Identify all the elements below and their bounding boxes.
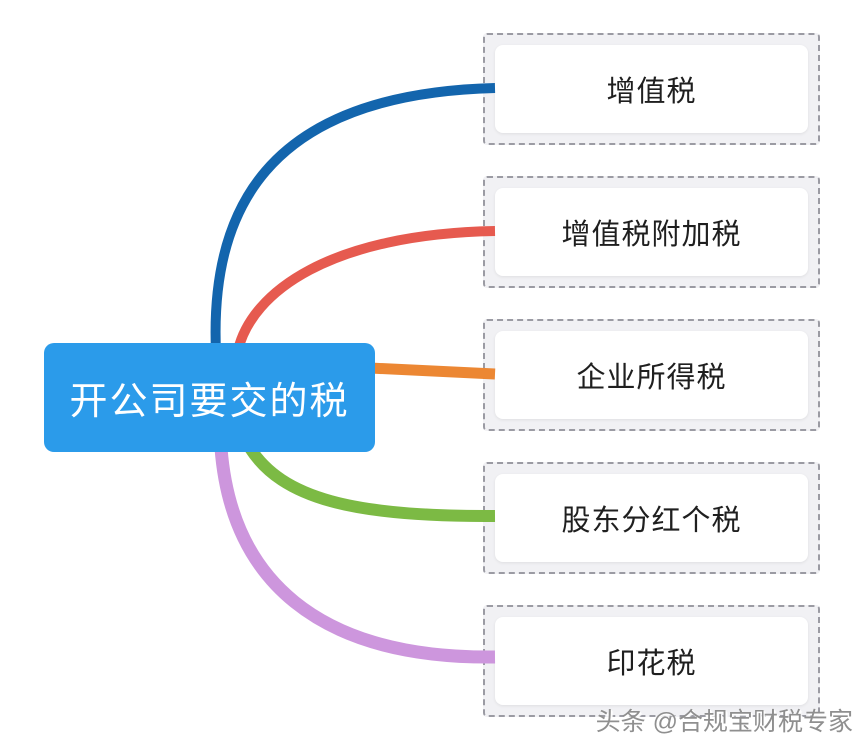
branch-label: 股东分红个税 (561, 505, 742, 537)
branch-card: 印花税 (495, 617, 808, 705)
branch-label: 印花税 (606, 648, 697, 680)
branch-card: 企业所得税 (495, 331, 808, 419)
branch-node-dividend-tax[interactable]: 股东分红个税 (483, 462, 820, 574)
branch-label: 增值税附加税 (561, 219, 742, 251)
root-node[interactable]: 开公司要交的税 (44, 343, 375, 452)
branch-curve-stamp-tax (214, 447, 496, 664)
branch-node-vat[interactable]: 增值税 (483, 33, 820, 145)
branch-node-vat-surcharge[interactable]: 增值税附加税 (483, 176, 820, 288)
branch-card: 增值税附加税 (495, 188, 808, 276)
branch-curve-corporate-income-tax (369, 362, 496, 380)
branch-curve-vat (210, 83, 496, 353)
branch-card: 股东分红个税 (495, 474, 808, 562)
branch-node-corporate-income-tax[interactable]: 企业所得税 (483, 319, 820, 431)
watermark: 头条 @合规宝财税专家 (595, 708, 853, 736)
branch-label: 企业所得税 (576, 362, 727, 394)
branch-node-stamp-tax[interactable]: 印花税 (483, 605, 820, 717)
branch-label: 增值税 (606, 76, 697, 108)
branch-curve-vat-surcharge (233, 226, 496, 352)
branch-card: 增值税 (495, 45, 808, 133)
root-node-label: 开公司要交的税 (69, 381, 350, 423)
branch-curve-dividend-tax (244, 444, 496, 523)
